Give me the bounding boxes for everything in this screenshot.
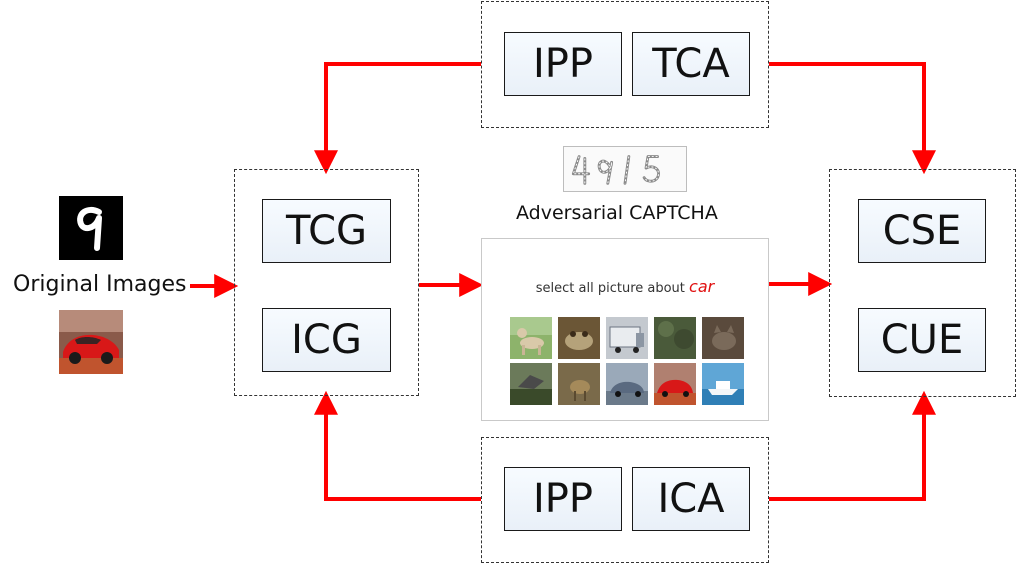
captcha-tile-bird-icon[interactable] xyxy=(510,363,552,405)
captcha-tile-boat-icon[interactable] xyxy=(702,363,744,405)
captcha-prompt: select all picture about car xyxy=(482,277,768,296)
captcha-tile-cat-icon[interactable] xyxy=(702,317,744,359)
original-images-label: Original Images xyxy=(13,272,186,297)
captcha-prompt-text: select all picture about xyxy=(536,281,689,296)
cse-box: CSE xyxy=(858,199,986,263)
captcha-tile-deer-icon[interactable] xyxy=(558,363,600,405)
handwritten-digits-captcha-icon xyxy=(563,146,687,192)
icg-box: ICG xyxy=(262,308,391,372)
captcha-tile-dog-icon[interactable] xyxy=(510,317,552,359)
bottom-ica-box: ICA xyxy=(632,467,750,531)
top-ipp-box: IPP xyxy=(504,32,622,96)
captcha-tile-car-red-icon[interactable] xyxy=(654,363,696,405)
cue-box: CUE xyxy=(858,308,986,372)
adversarial-captcha-label: Adversarial CAPTCHA xyxy=(516,202,718,224)
top-tca-box: TCA xyxy=(632,32,750,96)
arrow-top-to-right xyxy=(769,64,924,163)
arrow-bottom-to-right xyxy=(769,402,924,499)
arrow-bottom-to-left xyxy=(326,402,481,499)
captcha-tile-car-blue-icon[interactable] xyxy=(606,363,648,405)
image-captcha-panel: select all picture about car xyxy=(481,238,769,421)
arrow-top-to-left xyxy=(326,64,481,163)
mnist-digit-9-icon xyxy=(59,196,123,260)
red-car-photo-icon xyxy=(59,310,123,374)
captcha-prompt-keyword: car xyxy=(689,277,714,296)
captcha-tile-truck-icon[interactable] xyxy=(606,317,648,359)
captcha-tile-frog-icon[interactable] xyxy=(558,317,600,359)
tcg-box: TCG xyxy=(262,199,391,263)
captcha-tile-forest-icon[interactable] xyxy=(654,317,696,359)
bottom-ipp-box: IPP xyxy=(504,467,622,531)
